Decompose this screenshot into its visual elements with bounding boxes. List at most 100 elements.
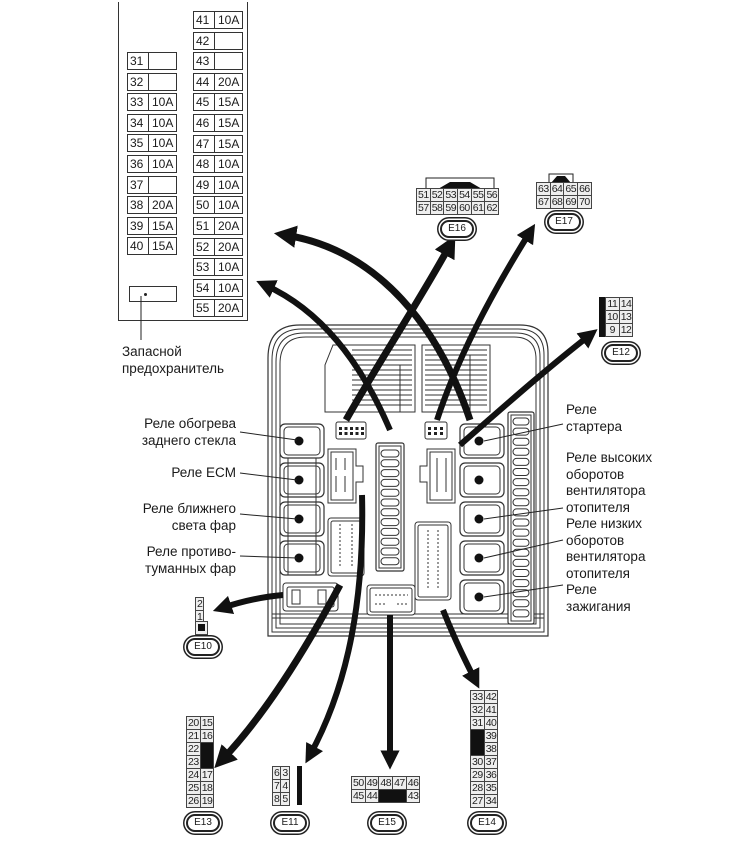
pin: 2 bbox=[194, 597, 205, 611]
fuse-number: 31 bbox=[128, 53, 149, 69]
pin: 4 bbox=[280, 779, 290, 793]
relay bbox=[459, 462, 505, 498]
connector-latch-icon bbox=[425, 177, 495, 189]
fuse bbox=[512, 417, 530, 426]
relay bbox=[279, 462, 325, 498]
fuse-rating: 10A bbox=[152, 136, 174, 151]
pin-dot bbox=[339, 427, 342, 430]
pin: 33 bbox=[470, 690, 485, 704]
pin: 29 bbox=[470, 768, 485, 782]
pin-dot bbox=[361, 427, 364, 430]
box-connector-upper-right bbox=[419, 448, 456, 504]
fuse bbox=[512, 528, 530, 537]
pin: 8 bbox=[271, 792, 282, 806]
pin: 50 bbox=[351, 776, 366, 790]
pin-dot bbox=[440, 432, 443, 435]
fuse bbox=[512, 609, 530, 618]
arrow-to-fuse-panel-upper bbox=[273, 225, 474, 422]
fuse bbox=[380, 557, 400, 566]
label-line: Реле низких bbox=[566, 516, 642, 531]
small-connector-right bbox=[424, 421, 448, 440]
label-ecm-relay: Реле ECM bbox=[171, 465, 236, 482]
arrow-to-E16 bbox=[342, 235, 456, 422]
box-connector-lower-right bbox=[414, 521, 452, 601]
pin-dot bbox=[355, 427, 359, 430]
connector-key-bar bbox=[599, 297, 606, 337]
label-line: Реле ECM bbox=[171, 465, 236, 480]
fuse-number: 38 bbox=[128, 197, 149, 214]
pin: 34 bbox=[483, 794, 499, 808]
fuse-number: 41 bbox=[194, 12, 215, 28]
fuse-rating: 20A bbox=[218, 301, 240, 316]
pin-blank bbox=[378, 789, 407, 803]
pin: 23 bbox=[186, 755, 201, 769]
fuse-number: 52 bbox=[194, 238, 215, 255]
fuse-number: 35 bbox=[128, 135, 149, 152]
pin: 6 bbox=[271, 766, 282, 780]
pin: 69 bbox=[563, 195, 579, 209]
pin: 65 bbox=[563, 182, 579, 196]
fuse-rating: 10A bbox=[218, 177, 240, 192]
label-blower-low-relay: Реле низких оборотов вентилятора отопите… bbox=[566, 516, 645, 582]
fuse bbox=[512, 447, 530, 456]
pin: 10 bbox=[605, 310, 620, 324]
fuse bbox=[380, 488, 400, 497]
label-line: Реле обогрева bbox=[144, 416, 236, 431]
leader-line bbox=[483, 539, 564, 559]
label-line: заднего стекла bbox=[141, 432, 236, 448]
fuse-number: 47 bbox=[194, 135, 215, 152]
pin-blank bbox=[199, 742, 215, 769]
fuse bbox=[512, 558, 530, 567]
fuse-slot: 32 bbox=[127, 72, 177, 91]
label-line: оборотов bbox=[566, 532, 625, 548]
pin: 51 bbox=[416, 188, 431, 202]
pin: 70 bbox=[577, 195, 592, 209]
fuse-number: 43 bbox=[194, 53, 215, 70]
spare-fuse-label-line1: Запасной bbox=[122, 344, 182, 359]
pin: 62 bbox=[484, 201, 500, 215]
fuse-number: 33 bbox=[128, 94, 149, 111]
pin: 27 bbox=[470, 794, 485, 808]
connector-E17-badge: E17 bbox=[547, 213, 581, 231]
pin-dot bbox=[428, 432, 431, 435]
pin-dot bbox=[440, 427, 443, 430]
pin: 38 bbox=[483, 742, 499, 756]
label-line: туманных фар bbox=[145, 560, 236, 576]
relay bbox=[459, 579, 505, 615]
fuse-rating: 15A bbox=[218, 95, 240, 110]
arrow-to-E13 bbox=[214, 583, 344, 769]
relay bbox=[459, 501, 505, 537]
fuse-number: 55 bbox=[194, 300, 215, 317]
connector-key bbox=[195, 621, 208, 635]
fuse bbox=[512, 437, 530, 446]
connector-E13-badge: E13 bbox=[186, 814, 220, 832]
label-line: вентилятора bbox=[566, 549, 646, 564]
label-line: Реле высоких bbox=[566, 450, 653, 465]
fuse bbox=[380, 449, 400, 458]
label-line: Реле противо- bbox=[146, 544, 236, 559]
pin: 37 bbox=[483, 755, 499, 769]
pin-dot bbox=[355, 432, 359, 435]
fuse bbox=[380, 459, 400, 468]
fuse-rating: 20A bbox=[218, 219, 240, 233]
fuse-number: 36 bbox=[128, 156, 149, 172]
fuse-rating: 15A bbox=[218, 136, 240, 151]
fuse-strip-center bbox=[375, 442, 405, 572]
pin-dot bbox=[350, 427, 353, 430]
fuse bbox=[380, 527, 400, 536]
fuse-rating: 10A bbox=[218, 260, 240, 275]
fuse bbox=[512, 498, 530, 507]
pin: 67 bbox=[536, 195, 551, 209]
spare-fuse-label-line2: предохранитель bbox=[122, 360, 225, 376]
pin: 66 bbox=[577, 182, 592, 196]
pin-dot bbox=[339, 432, 342, 435]
arrow-to-E11 bbox=[305, 494, 366, 764]
